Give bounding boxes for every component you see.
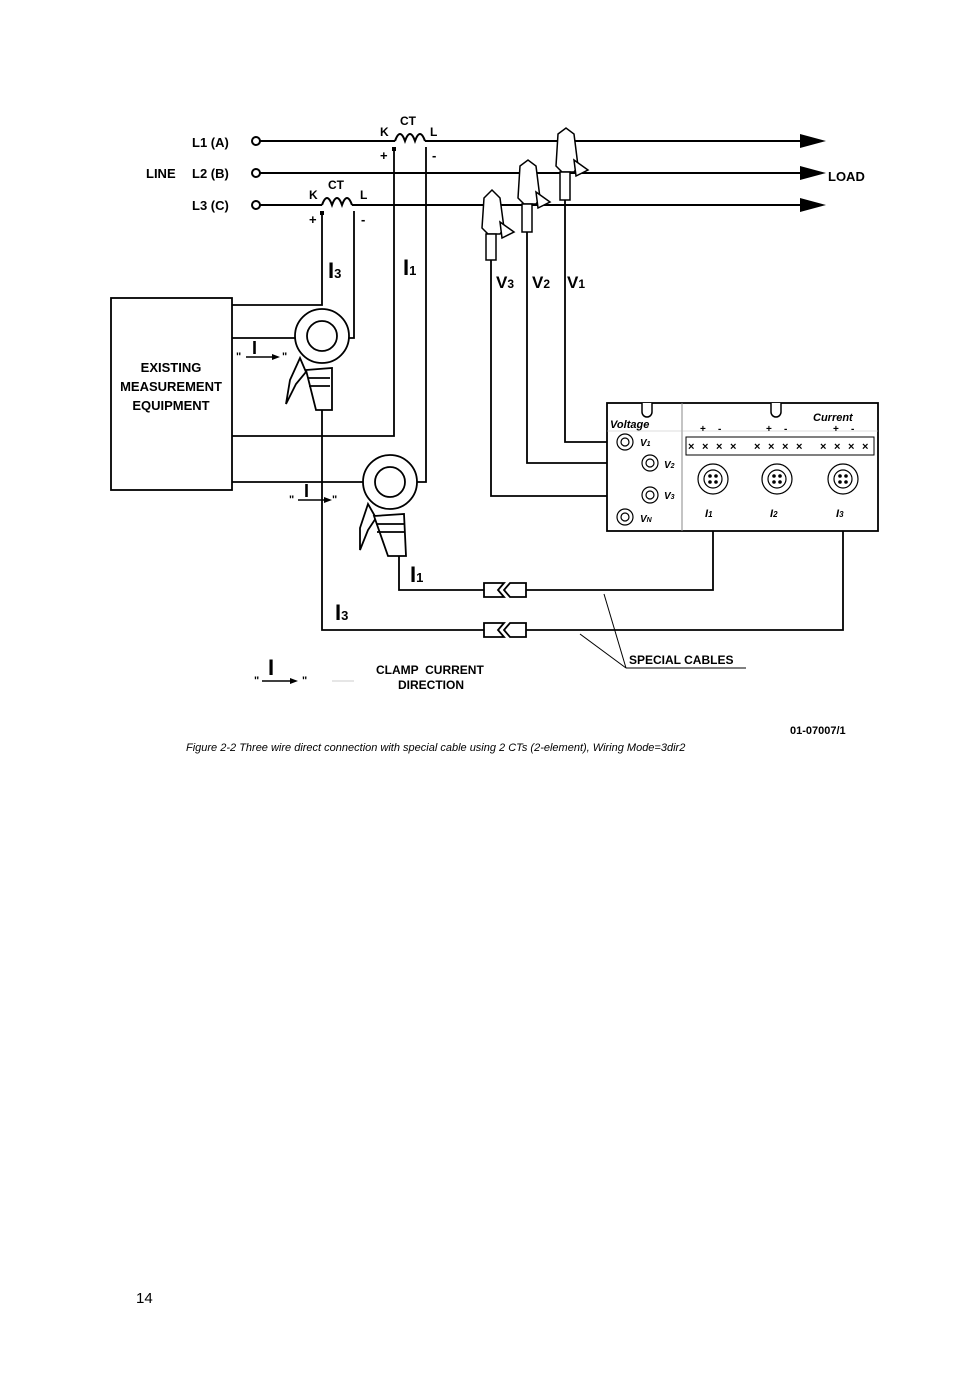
terminal-screw-icon: ×	[862, 441, 868, 453]
svg-text:": "	[236, 351, 241, 363]
figure-id: 01-07007/1	[790, 725, 846, 737]
l3-label: L3 (C)	[192, 198, 229, 213]
terminal-screws: × × × × × × × × × × × ×	[688, 441, 868, 453]
i3-cable-label: I3	[335, 600, 348, 625]
special-cables-callout	[579, 593, 746, 669]
terminal-screw-icon: ×	[730, 441, 736, 453]
ct-l1-k: K	[380, 125, 389, 139]
svg-text:-: -	[851, 424, 854, 435]
current-terminal-strip: + - + - + -	[685, 424, 875, 456]
load-label: LOAD	[828, 169, 865, 184]
ct-secondary-wires	[232, 147, 427, 483]
clamp-i1-direction-icon: " I "	[289, 481, 337, 506]
current-clamp-i1-icon	[359, 454, 418, 557]
voltage-clip-v3-icon	[481, 188, 516, 261]
svg-text:-: -	[784, 424, 787, 435]
analyzer-i1-label: I1	[705, 508, 713, 520]
l2-arrow-icon	[800, 166, 826, 180]
current-socket-i2-icon	[761, 463, 793, 495]
analyzer-current-title: Current	[813, 412, 854, 424]
legend-clamp-line2: DIRECTION	[398, 678, 464, 692]
equipment-line3: EQUIPMENT	[132, 398, 209, 413]
terminal-screw-icon: ×	[716, 441, 722, 453]
legend-direction-icon: " I "	[254, 655, 354, 687]
terminal-screw-icon: ×	[688, 441, 694, 453]
clamp-i3-direction-icon: " I "	[236, 338, 287, 363]
ct-l3-minus: -	[361, 212, 365, 227]
l1-terminal	[251, 136, 261, 146]
svg-text:I: I	[268, 655, 274, 680]
l3-terminal	[251, 200, 261, 210]
cable-connector-i1-icon	[483, 582, 527, 598]
terminal-screw-icon: ×	[754, 441, 760, 453]
ct-l1-label: CT	[400, 114, 417, 128]
cable-connector-i3-icon	[483, 622, 527, 638]
svg-text:+: +	[833, 424, 839, 435]
l1-label: L1 (A)	[192, 135, 229, 150]
analyzer-vn-label: VN	[640, 514, 653, 525]
existing-equipment-box	[110, 297, 233, 491]
l1-arrow-icon	[800, 134, 826, 148]
svg-text:I: I	[304, 481, 309, 501]
ct-l1-plus: +	[380, 148, 388, 163]
line-label: LINE	[146, 166, 176, 181]
current-socket-i1-icon	[697, 463, 729, 495]
svg-text:+: +	[700, 424, 706, 435]
svg-text:": "	[282, 351, 287, 363]
analyzer-voltage-title: Voltage	[610, 419, 649, 431]
svg-text:+: +	[766, 424, 772, 435]
l2-terminal	[251, 168, 261, 178]
voltage-clip-v2-icon	[517, 159, 552, 233]
voltage-leads	[490, 200, 640, 497]
terminal-screw-icon: ×	[848, 441, 854, 453]
terminal-screw-icon: ×	[820, 441, 826, 453]
svg-text:-: -	[718, 424, 721, 435]
i1-ct-label: I1	[403, 255, 416, 280]
svg-text:": "	[289, 494, 294, 506]
l3-arrow-icon	[800, 198, 826, 212]
voltage-sockets	[616, 433, 659, 526]
ct-l3-coil-icon	[321, 197, 353, 208]
ct-l1-l: L	[430, 125, 437, 139]
v1-lead-label: V1	[567, 273, 585, 292]
analyzer-i3-label: I3	[836, 508, 844, 520]
analyzer-v3-label: V3	[664, 491, 675, 502]
svg-text:I: I	[252, 338, 257, 358]
terminal-screw-icon: ×	[702, 441, 708, 453]
ct-l3-plus: +	[309, 212, 317, 227]
analyzer-v1-label: V1	[640, 438, 651, 449]
terminal-screw-icon: ×	[768, 441, 774, 453]
analyzer-i2-label: I2	[770, 508, 778, 520]
ct-l3-l: L	[360, 188, 367, 202]
terminal-screw-icon: ×	[782, 441, 788, 453]
ct-l3-label: CT	[328, 178, 345, 192]
special-cables-label: SPECIAL CABLES	[629, 653, 733, 667]
ct-l3-k: K	[309, 188, 318, 202]
i3-ct-label: I3	[328, 258, 341, 283]
svg-text:": "	[332, 494, 337, 506]
figure-caption: Figure 2-2 Three wire direct connection …	[186, 742, 686, 754]
current-socket-i3-icon	[827, 463, 859, 495]
equipment-line1: EXISTING	[141, 360, 202, 375]
terminal-screw-icon: ×	[834, 441, 840, 453]
analyzer-v2-label: V2	[664, 460, 675, 471]
ct-l1-minus: -	[432, 148, 436, 163]
svg-text:": "	[254, 675, 259, 687]
v2-lead-label: V2	[532, 273, 550, 292]
i1-cable-label: I1	[410, 562, 423, 587]
l2-label: L2 (B)	[192, 166, 229, 181]
voltage-clip-v1-icon	[555, 127, 590, 201]
svg-text:": "	[302, 675, 307, 687]
ct-l1-coil-icon	[394, 133, 426, 144]
page-number: 14	[136, 1290, 153, 1307]
equipment-line2: MEASUREMENT	[120, 379, 222, 394]
v3-lead-label: V3	[496, 273, 514, 292]
terminal-screw-icon: ×	[796, 441, 802, 453]
current-clamp-i3-icon	[285, 308, 350, 411]
legend-clamp-line1: CLAMP CURRENT	[376, 663, 484, 677]
